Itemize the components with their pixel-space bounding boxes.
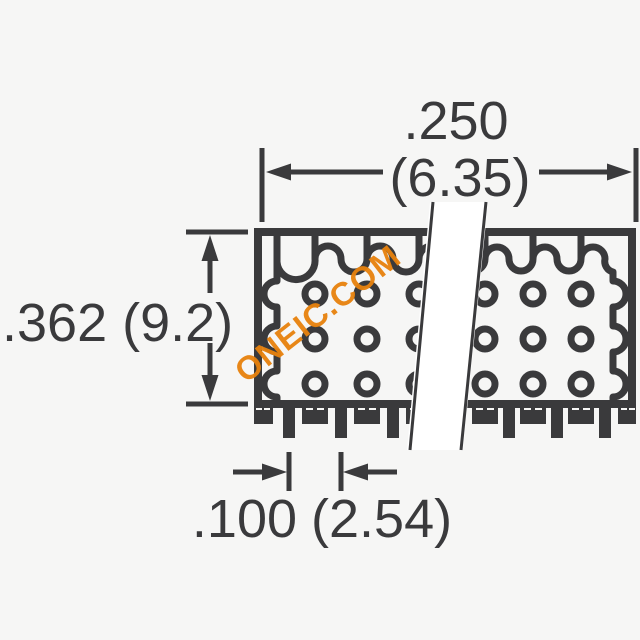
- dim-top-inches: .250: [403, 91, 508, 151]
- arrowhead-right: [607, 163, 632, 181]
- break-band: [407, 201, 488, 451]
- solder-pin: [283, 404, 295, 438]
- solder-pin: [599, 404, 611, 438]
- arrowhead-down: [201, 375, 219, 401]
- socket-hole: [519, 370, 547, 398]
- top-scallop-right: [457, 243, 630, 404]
- socket-hole: [353, 370, 381, 398]
- socket-hole: [353, 280, 381, 308]
- dim-left-label: .362 (9.2): [2, 293, 233, 353]
- arrowhead-left: [266, 163, 291, 181]
- dimension-top: .250 (6.35): [259, 91, 639, 222]
- dimension-left: .362 (9.2): [2, 229, 248, 407]
- socket-hole: [301, 370, 329, 398]
- socket-hole: [519, 280, 547, 308]
- entry-slot-lines: [311, 231, 585, 259]
- arrowhead-up: [201, 235, 219, 261]
- socket-hole: [301, 280, 329, 308]
- socket-hole: [519, 325, 547, 353]
- socket-hole: [471, 370, 499, 398]
- solder-pin: [551, 404, 563, 438]
- socket-hole: [301, 325, 329, 353]
- arrowhead-left: [343, 463, 368, 481]
- dim-bottom-label: .100(2.54): [192, 489, 452, 549]
- solder-pin: [335, 404, 347, 438]
- dim-bottom-inches: .100: [192, 489, 297, 549]
- solder-pin: [387, 404, 399, 438]
- break-line: [408, 201, 435, 451]
- dim-top-mm: (6.35): [389, 148, 530, 208]
- dim-bottom-mm: (2.54): [311, 489, 452, 549]
- tooth-dashes: [256, 407, 635, 410]
- dimension-bottom: .100(2.54): [192, 452, 452, 549]
- socket-hole: [353, 325, 381, 353]
- socket-hole: [471, 325, 499, 353]
- break-line: [459, 201, 488, 451]
- socket-hole: [567, 325, 595, 353]
- arrowhead-right: [262, 463, 287, 481]
- socket-hole: [567, 370, 595, 398]
- socket-hole: [567, 280, 595, 308]
- solder-pin: [503, 404, 515, 438]
- left-edge-castellations: [260, 232, 281, 404]
